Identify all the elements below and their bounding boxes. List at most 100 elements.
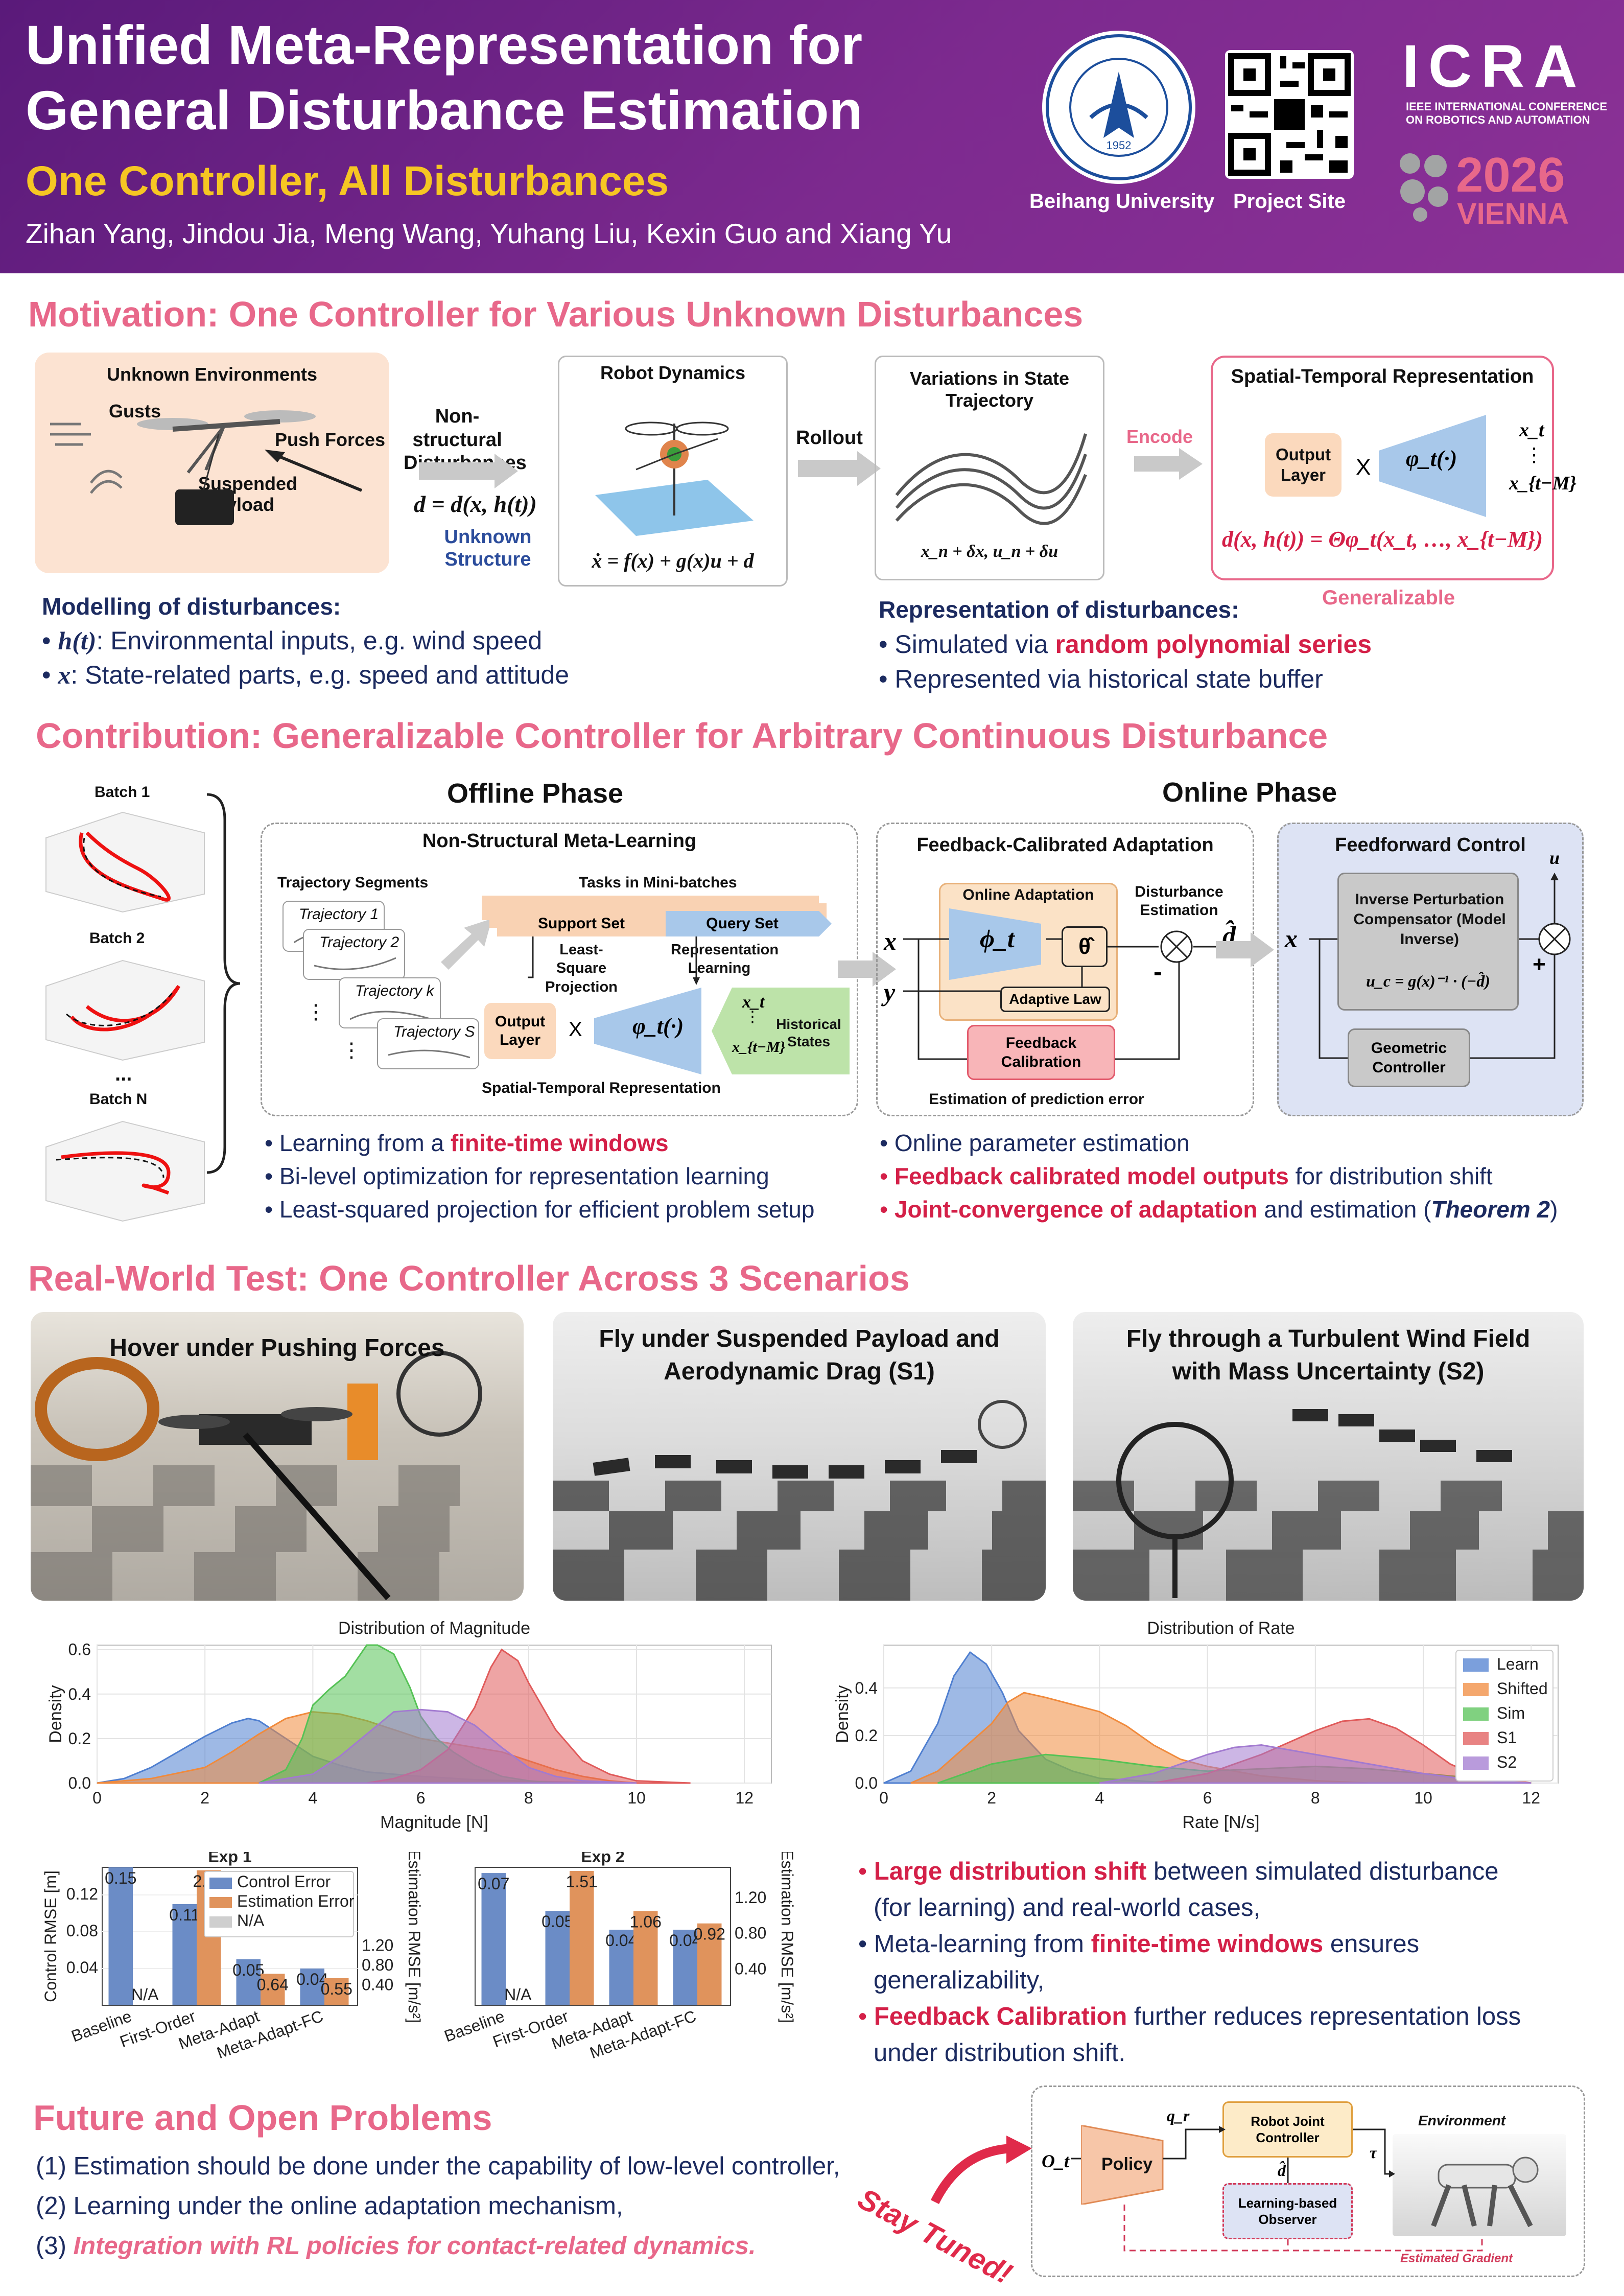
fca-title: Feedback-Calibrated Adaptation bbox=[916, 834, 1214, 856]
estimation-error-bar bbox=[633, 1911, 658, 2005]
fca-signal-lines bbox=[903, 930, 1242, 1060]
x-tick-label: 12 bbox=[1522, 1789, 1540, 1807]
drone-illustration bbox=[50, 410, 363, 525]
density-area-s2 bbox=[258, 1708, 637, 1784]
output-layer-box-offline: Output Layer bbox=[484, 1003, 556, 1059]
arrow-right-icon bbox=[1251, 932, 1274, 967]
nsml-title: Non-Structural Meta-Learning bbox=[422, 830, 697, 852]
legend-label: Sim bbox=[1497, 1704, 1525, 1722]
arrow-right-icon bbox=[1179, 448, 1203, 480]
rollout-label: Rollout bbox=[796, 427, 863, 449]
y-right-tick-label: 0.40 bbox=[735, 1959, 766, 1978]
x-tick-label: 0 bbox=[92, 1789, 102, 1807]
icra-logo: ICRA bbox=[1402, 33, 1587, 100]
disturbance-estimation-label: Disturbance Estimation bbox=[1135, 883, 1223, 919]
y-right-tick-label: 1.20 bbox=[362, 1936, 393, 1954]
chart-title: Exp 1 bbox=[208, 1852, 251, 1866]
y-tick-label: 0.08 bbox=[66, 1922, 98, 1940]
robot-dynamics-title: Robot Dynamics bbox=[600, 362, 746, 383]
offline-meta-learning-panel: Non-Structural Meta-Learning Trajectory … bbox=[261, 823, 858, 1116]
estimation-error-bar bbox=[261, 1974, 285, 2005]
feedback-adaptation-panel: Feedback-Calibrated Adaptation Online Ad… bbox=[876, 823, 1254, 1116]
offline-bullet-2: • Bi-level optimization for representati… bbox=[265, 1163, 769, 1189]
representation-bullet-2: • Represented via historical state buffe… bbox=[879, 665, 1323, 693]
y-tick-label: 0.6 bbox=[68, 1641, 91, 1659]
control-error-label: 0.04 bbox=[669, 1931, 701, 1950]
arrow-right-icon bbox=[857, 451, 881, 486]
online-bullet-3: • Joint-convergence of adaptation and es… bbox=[880, 1196, 1558, 1223]
x-axis-label: Rate [N/s] bbox=[1182, 1813, 1259, 1832]
y-tick-label: 0.12 bbox=[66, 1885, 98, 1903]
chart-title: Distribution of Magnitude bbox=[338, 1619, 530, 1638]
traj-segments-label: Trajectory Segments bbox=[277, 874, 429, 891]
batch-2-plot bbox=[45, 959, 205, 1061]
estimation-error-label: 0.64 bbox=[257, 1975, 289, 1994]
control-error-label: 0.04 bbox=[296, 1970, 328, 1988]
obs-label: O_t bbox=[1042, 2151, 1069, 2171]
qr-code-icon[interactable] bbox=[1225, 50, 1354, 179]
modelling-bullet-2: • x: State-related parts, e.g. speed and… bbox=[42, 661, 570, 689]
rep-learning-label: Representation Learning bbox=[671, 942, 779, 977]
legend-label: Control Error bbox=[237, 1872, 331, 1891]
legend-swatch bbox=[1463, 1756, 1489, 1770]
result-bullet-2: • Meta-learning from finite-time windows… bbox=[858, 1930, 1420, 1958]
control-error-bar bbox=[481, 1873, 506, 2005]
conference-city: VIENNA bbox=[1457, 197, 1569, 230]
icra-full-name-line1: IEEE INTERNATIONAL CONFERENCE bbox=[1406, 100, 1607, 113]
online-adaptation-label: Online Adaptation bbox=[962, 886, 1094, 903]
state-variation-equation: x_n + δx, u_n + δu bbox=[921, 542, 1058, 561]
theta-hat-param: θ̂ bbox=[1062, 926, 1108, 967]
ff-title: Feedforward Control bbox=[1335, 834, 1526, 856]
disturbance-equation: d = d(x, h(t)) bbox=[414, 491, 537, 517]
poster-header: Unified Meta-Representation for General … bbox=[0, 0, 1624, 273]
y-right-tick-label: 0.80 bbox=[362, 1956, 393, 1974]
x-tick-label: 10 bbox=[1414, 1789, 1432, 1807]
lsp-label: Least-Square Projection bbox=[545, 942, 618, 995]
online-bullet-1: • Online parameter estimation bbox=[880, 1130, 1190, 1156]
photo3-caption-line1: Fly through a Turbulent Wind Field bbox=[1126, 1325, 1531, 1352]
estimation-error-label: 0.55 bbox=[321, 1980, 352, 1998]
x-tick-label: 8 bbox=[524, 1789, 533, 1807]
y-right-axis-label: Estimation RMSE [m/s²] bbox=[778, 1852, 796, 2023]
photo1-caption: Hover under Pushing Forces bbox=[109, 1334, 445, 1362]
online-phase-title: Online Phase bbox=[1162, 777, 1337, 808]
future-heading: Future and Open Problems bbox=[33, 2098, 492, 2138]
batch-plots: Batch 1 Batch 2 ... Batch N bbox=[31, 782, 215, 1671]
encode-label: Encode bbox=[1126, 426, 1193, 447]
st-rep-label-offline: Spatial-Temporal Representation bbox=[482, 1080, 721, 1096]
legend-swatch bbox=[1463, 1683, 1489, 1696]
batch-1-label: Batch 1 bbox=[95, 784, 150, 801]
offline-bullet-3: • Least-squared projection for efficient… bbox=[265, 1196, 815, 1223]
chart-title: Exp 2 bbox=[581, 1852, 624, 1866]
poster-subtitle: One Controller, All Disturbances bbox=[26, 158, 669, 204]
contribution-heading: Contribution: Generalizable Controller f… bbox=[36, 716, 1328, 756]
robot-joint-controller-block: Robot Joint Controller bbox=[1222, 2101, 1353, 2158]
x-axis-label: Magnitude [N] bbox=[380, 1813, 488, 1832]
photo-hover-pushing: Hover under Pushing Forces bbox=[31, 1312, 524, 1601]
x-tick-label: 12 bbox=[735, 1789, 754, 1807]
tasks-label: Tasks in Mini-batches bbox=[579, 874, 737, 891]
trajectory-curves-illustration bbox=[895, 433, 1087, 525]
legend-label: S1 bbox=[1497, 1728, 1517, 1747]
historical-states-label: Historical States bbox=[776, 1016, 841, 1049]
query-set: Query Set bbox=[666, 911, 819, 936]
control-error-bar bbox=[300, 1969, 324, 2005]
representation-heading: Representation of disturbances: bbox=[879, 596, 1239, 623]
estimation-error-label: 0.92 bbox=[694, 1925, 725, 1943]
estimation-error-bar bbox=[324, 1978, 349, 2005]
control-error-label: 0.11 bbox=[169, 1906, 200, 1924]
batch-n-plot bbox=[45, 1120, 205, 1222]
unknown-structure-label: Unknown Structure bbox=[444, 526, 532, 570]
photo-suspended-payload: Fly under Suspended Payload and Aerodyna… bbox=[553, 1312, 1046, 1601]
control-error-bar bbox=[172, 1904, 197, 2005]
y-axis-label: Density bbox=[833, 1685, 852, 1743]
inverse-compensator-block: Inverse Perturbation Compensator (Model … bbox=[1337, 873, 1519, 1011]
future-item-2: (2) Learning under the online adaptation… bbox=[36, 2192, 623, 2220]
u-output: u bbox=[1549, 848, 1560, 868]
x-tick-label: 4 bbox=[1095, 1789, 1104, 1807]
future-item-1: (1) Estimation should be done under the … bbox=[36, 2152, 840, 2180]
photo-turbulent-wind: Fly through a Turbulent Wind Field with … bbox=[1073, 1312, 1584, 1601]
state-variation-title: Variations in State Trajectory bbox=[909, 368, 1070, 411]
